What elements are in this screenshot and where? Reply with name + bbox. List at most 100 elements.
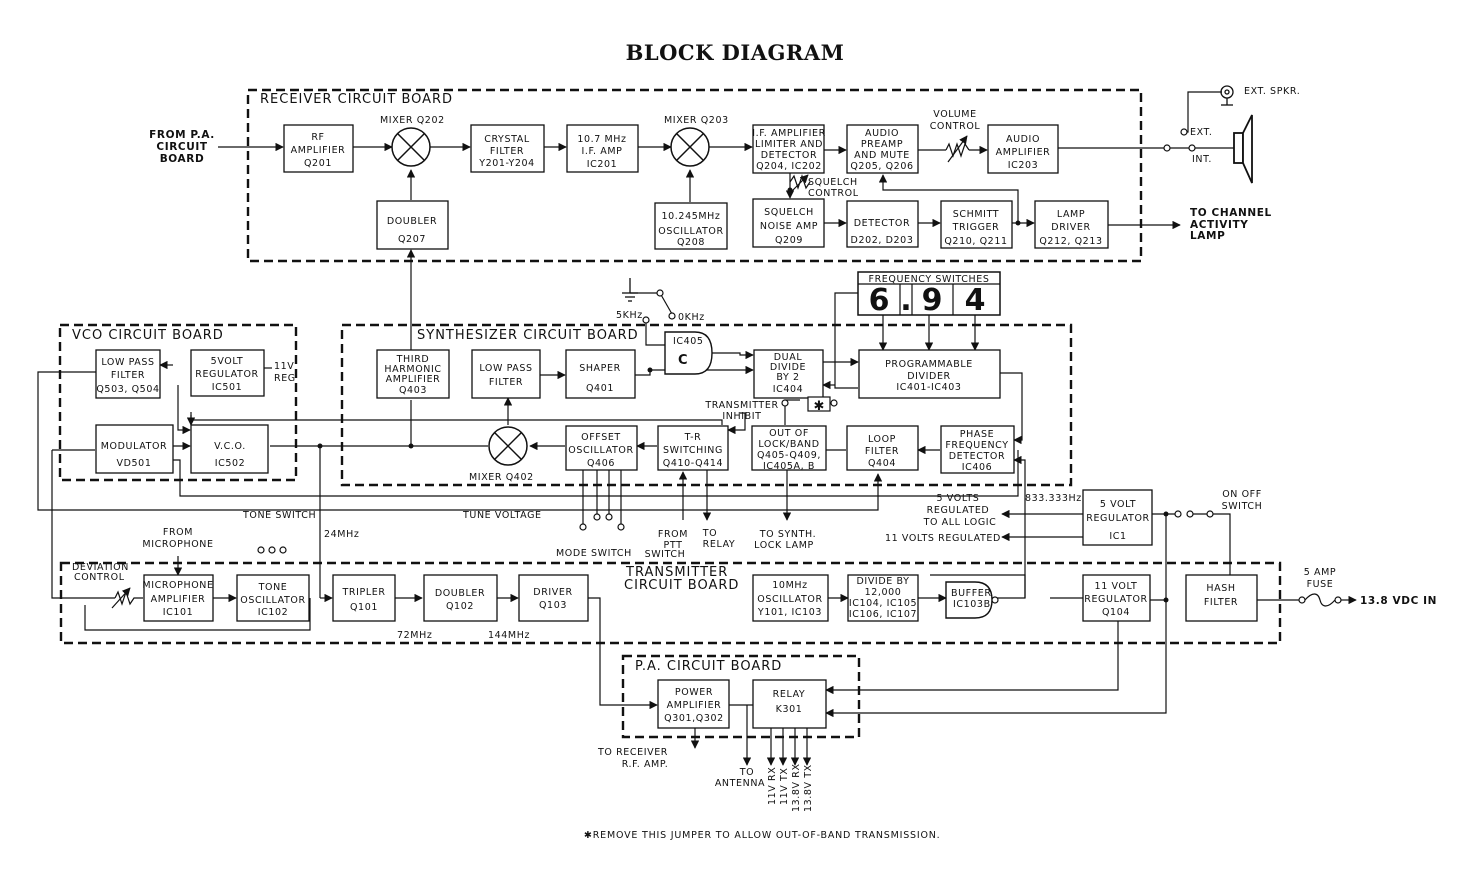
synth-low-pass-filter-block: LOW PASS FILTER [471,349,541,399]
svg-text:Y101, IC103: Y101, IC103 [757,607,822,618]
vco-board-title: VCO CIRCUIT BOARD [72,328,224,343]
regulator-ic501-block: 5VOLT REGULATOR IC501 [190,349,265,397]
svg-text:AUDIO: AUDIO [865,128,899,139]
programmable-divider-block: PROGRAMMABLE DIVIDER IC401-IC403 [858,349,1001,399]
svg-text:V.C.O.: V.C.O. [214,441,246,452]
svg-text:I.F. AMPLIFIER: I.F. AMPLIFIER [752,128,826,139]
frequency-digit-1[interactable]: 6 [869,283,890,318]
13-8v-tx-label: 13.8V TX [803,764,814,812]
frequency-digit-3[interactable]: 4 [965,283,986,318]
svg-text:LOW PASS: LOW PASS [101,357,154,368]
svg-text:IC203: IC203 [1008,160,1039,171]
vco-low-pass-filter-block: LOW PASS FILTER Q503, Q504 [95,349,161,399]
loop-filter-block: LOOP FILTER Q404 [846,425,919,471]
doubler-q207-block: DOUBLER Q207 [376,200,449,250]
svg-text:CRYSTAL: CRYSTAL [484,134,530,145]
833hz-label: 833.333Hz [1025,493,1082,504]
svg-text:MICROPHONE: MICROPHONE [142,580,213,591]
squelch-control-label-2: CONTROL [808,188,859,199]
svg-text:K301: K301 [776,704,803,715]
svg-text:Q208: Q208 [677,237,705,248]
svg-text:DUAL: DUAL [774,352,803,363]
buffer-label-2: IC103B [953,599,991,610]
doubler-q102-block: DOUBLER Q102 [423,574,498,622]
svg-text:IC501: IC501 [212,382,243,393]
svg-text:Q210, Q211: Q210, Q211 [944,236,1007,247]
5khz-label: 5KHz [616,310,643,321]
speaker-icon [1233,114,1253,184]
72mhz-label: 72MHz [397,630,432,641]
jumper-icon[interactable] [807,396,831,412]
tune-voltage-label: TUNE VOLTAGE [462,510,542,521]
ext-label: EXT. [1190,127,1212,138]
mixer-q203-label: MIXER Q203 [664,115,729,126]
page-title: BLOCK DIAGRAM [625,40,845,65]
fuse-label-1: 5 AMP [1304,567,1337,578]
svg-text:DIVIDE: DIVIDE [770,362,806,373]
svg-text:IC101: IC101 [163,607,194,618]
svg-text:Q405-Q409,: Q405-Q409, [757,450,821,461]
to-synth-label-1: TO SYNTH. [759,529,816,540]
mixer-q402-label: MIXER Q402 [469,472,534,483]
offset-oscillator-block: OFFSET OSCILLATOR Q406 [565,425,638,471]
svg-text:HASH: HASH [1206,583,1235,594]
svg-text:VD501: VD501 [117,458,152,469]
svg-text:SWITCHING: SWITCHING [663,445,723,456]
buffer-label-1: BUFFER [951,588,992,599]
from-pa-label-1: FROM P.A. [149,129,215,141]
svg-text:DOUBLER: DOUBLER [387,216,437,227]
svg-text:TONE: TONE [258,582,288,593]
svg-text:IC104, IC105: IC104, IC105 [849,598,917,609]
svg-text:10MHz: 10MHz [772,580,807,591]
svg-text:DRIVER: DRIVER [533,587,572,598]
mixer-q203-icon [670,127,710,167]
synthesizer-board-title: SYNTHESIZER CIRCUIT BOARD [417,328,639,343]
on-off-switch-label-2: SWITCH [1222,501,1263,512]
svg-text:THIRD: THIRD [396,354,430,365]
speaker-jack-icon [1220,85,1234,106]
third-harmonic-amplifier-block: THIRD HARMONIC AMPLIFIER Q403 [376,349,450,399]
svg-text:AMPLIFIER: AMPLIFIER [151,594,206,605]
buffer-ic103b-gate-icon [945,581,999,619]
signal-wires [37,91,1357,766]
svg-text:DOUBLER: DOUBLER [435,588,485,599]
svg-text:Q201: Q201 [304,158,332,169]
from-ptt-label-1: FROM [658,529,688,540]
crystal-filter-block: CRYSTAL FILTER Y201-Y204 [470,124,545,173]
svg-text:I.F. AMP: I.F. AMP [581,146,622,157]
svg-text:OSCILLATOR: OSCILLATOR [757,594,822,605]
svg-text:POWER: POWER [675,687,713,698]
11v-tx-label: 11V TX [779,767,790,805]
from-microphone-label-2: MICROPHONE [142,539,213,550]
frequency-switches[interactable]: FREQUENCY SWITCHES 6 . 9 4 [857,271,1001,318]
ext-spkr-label: EXT. SPKR. [1244,86,1300,97]
hash-filter-block: HASH FILTER [1185,574,1258,622]
audio-preamp-block: AUDIO PREAMP AND MUTE Q205, Q206 [846,124,919,174]
svg-text:LOCK/BAND: LOCK/BAND [758,439,819,450]
from-pa-label-2: CIRCUIT [156,141,207,153]
svg-text:BY 2: BY 2 [776,372,799,383]
svg-text:Q503, Q504: Q503, Q504 [96,384,159,395]
svg-text:Q301,Q302: Q301,Q302 [664,713,724,724]
junction-dots [317,187,1169,603]
to-receiver-label-1: TO RECEIVER [597,747,668,758]
mixer-q202-icon [391,127,431,167]
transmitter-board [59,561,1282,645]
svg-text:DETECTOR: DETECTOR [854,218,910,229]
frequency-digit-2[interactable]: 9 [922,283,943,318]
svg-text:IC401-IC403: IC401-IC403 [896,382,961,393]
ic405-gate-icon [664,331,713,375]
svg-text:LOOP: LOOP [868,434,896,445]
svg-text:LIMITER AND: LIMITER AND [755,139,823,150]
svg-text:AMPLIFIER: AMPLIFIER [996,147,1051,158]
regulated-11v-label: 11 VOLTS REGULATED [885,533,1001,544]
to-antenna-label-2: ANTENNA [715,778,765,789]
deviation-control-icon [111,587,143,609]
svg-text:10.245MHz: 10.245MHz [662,211,721,222]
volume-control-icon [945,135,970,163]
to-relay-label-1: TO [702,528,717,539]
svg-text:FILTER: FILTER [111,370,145,381]
regulated-5v-label-1: 5 VOLTS [937,493,980,504]
24mhz-label: 24MHz [324,529,359,540]
svg-text:5VOLT: 5VOLT [211,356,244,367]
